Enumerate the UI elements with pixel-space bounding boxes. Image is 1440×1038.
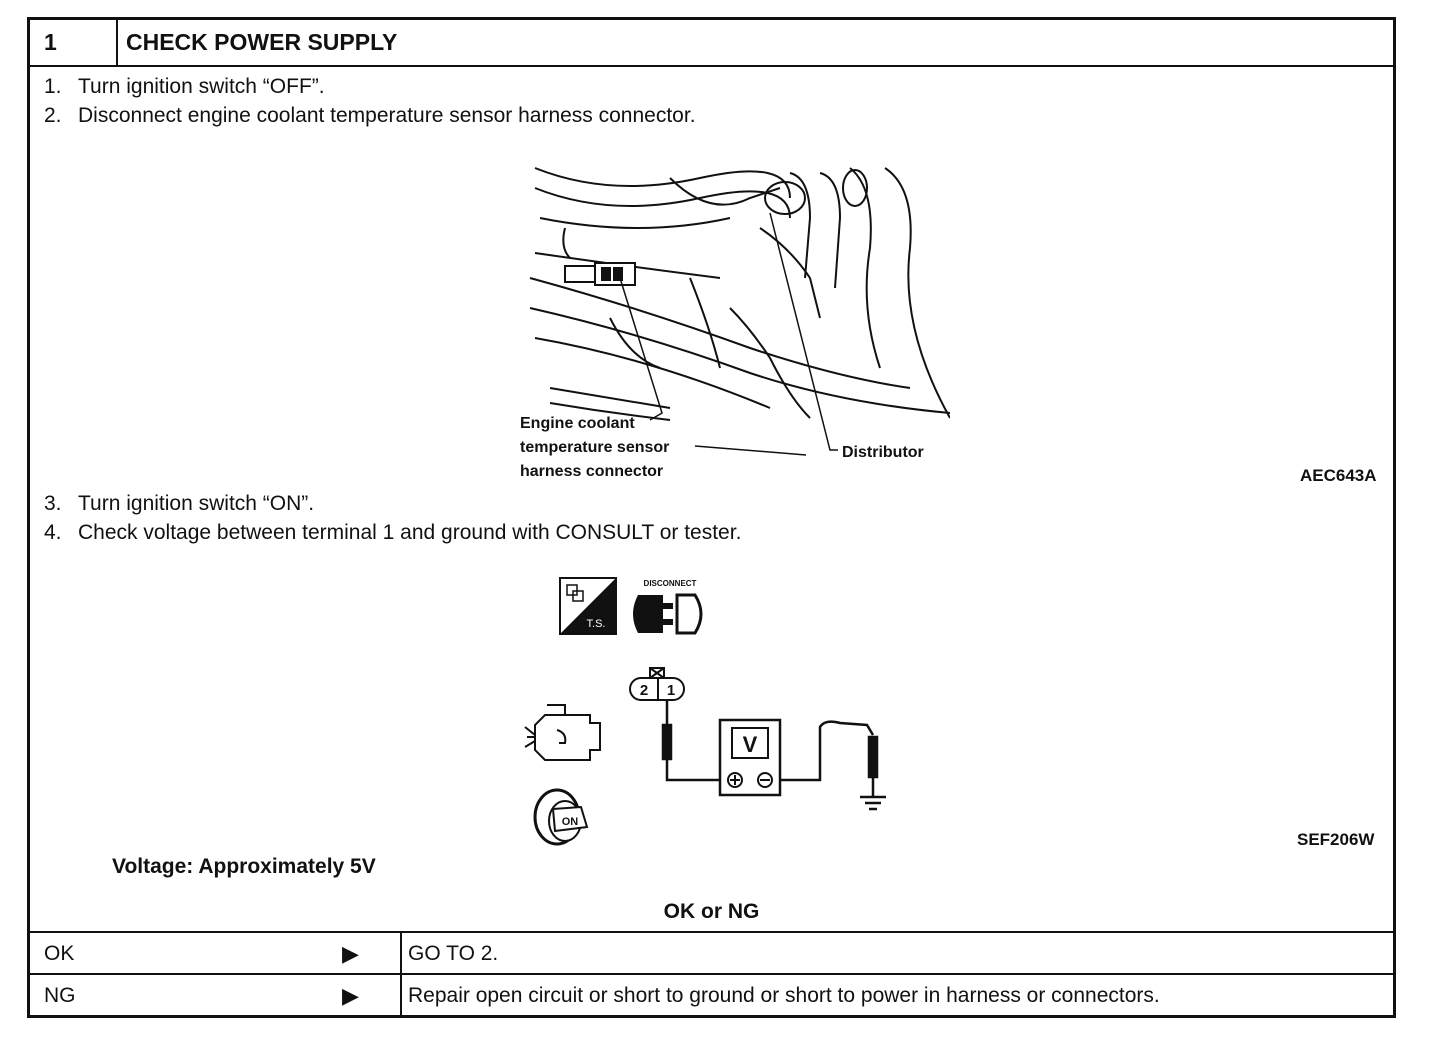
engine-icon (524, 704, 601, 761)
step-number: 1 (30, 20, 118, 65)
figure-code: AEC643A (1300, 466, 1377, 485)
distributor-leader-line (769, 212, 838, 451)
svg-text:ON: ON (562, 816, 579, 828)
right-arrow-icon: ▶ (342, 941, 359, 966)
terminal-2-label: 2 (640, 682, 648, 699)
voltage-check-schematic: T.S. DISCONNECT 2 1 (524, 577, 886, 846)
step-text: Disconnect engine coolant temperature se… (78, 104, 696, 127)
step-text: Turn ignition switch “ON”. (78, 492, 315, 515)
diagnostic-procedure-table: 1 CHECK POWER SUPPLY 1. Turn ignition swi… (27, 17, 1396, 1018)
connector-terminal-box (629, 667, 685, 701)
result-row-ok: OK ▶ GO TO 2. (30, 931, 1393, 975)
svg-text:V: V (743, 732, 758, 757)
result-action: GO TO 2. (408, 942, 499, 965)
voltmeter-icon: V (718, 718, 782, 797)
instruction-step: 4. Check voltage between terminal 1 and g… (44, 520, 741, 546)
instruction-step: 1. Turn ignition switch “OFF”. (44, 74, 325, 100)
result-key: OK (44, 942, 75, 965)
instruction-step: 2. Disconnect engine coolant temperature … (44, 103, 696, 129)
result-action: Repair open circuit or short to ground o… (408, 984, 1160, 1007)
step-text: Check voltage between terminal 1 and gro… (78, 521, 742, 544)
disconnect-icon: DISCONNECT (633, 579, 703, 635)
terminal-1-label: 1 (667, 682, 675, 699)
result-row-ng: NG ▶ Repair open circuit or short to gro… (30, 973, 1393, 1017)
step-text: Turn ignition switch “OFF”. (78, 75, 325, 98)
step-index: 1. (44, 75, 62, 98)
result-key: NG (44, 984, 76, 1007)
step-index: 3. (44, 492, 62, 515)
figure-code: SEF206W (1297, 830, 1375, 849)
right-arrow-icon: ▶ (342, 983, 359, 1008)
voltage-specification: Voltage: Approximately 5V (112, 855, 376, 878)
procedure-title: CHECK POWER SUPPLY (126, 29, 398, 55)
svg-text:T.S.: T.S. (587, 618, 606, 630)
sensor-label-line1: Engine coolant (520, 415, 635, 432)
sensor-connector-drawing (564, 262, 636, 286)
engine-compartment-illustration: Engine coolant temperature sensor harnes… (520, 167, 950, 480)
instruction-step: 3. Turn ignition switch “ON”. (44, 491, 314, 517)
result-heading: OK or NG (663, 900, 760, 923)
step-index: 2. (44, 104, 62, 127)
sensor-leader-line (619, 277, 663, 421)
distributor-label: Distributor (842, 444, 924, 461)
step-index: 4. (44, 521, 62, 544)
svg-text:DISCONNECT: DISCONNECT (644, 579, 697, 588)
ignition-key-icon: ON (533, 788, 589, 846)
sensor-label-line3: harness connector (520, 463, 663, 480)
sensor-label-line2: temperature sensor (520, 439, 669, 456)
ts-icon: T.S. (559, 577, 617, 635)
procedure-header: 1 CHECK POWER SUPPLY (30, 20, 1393, 67)
